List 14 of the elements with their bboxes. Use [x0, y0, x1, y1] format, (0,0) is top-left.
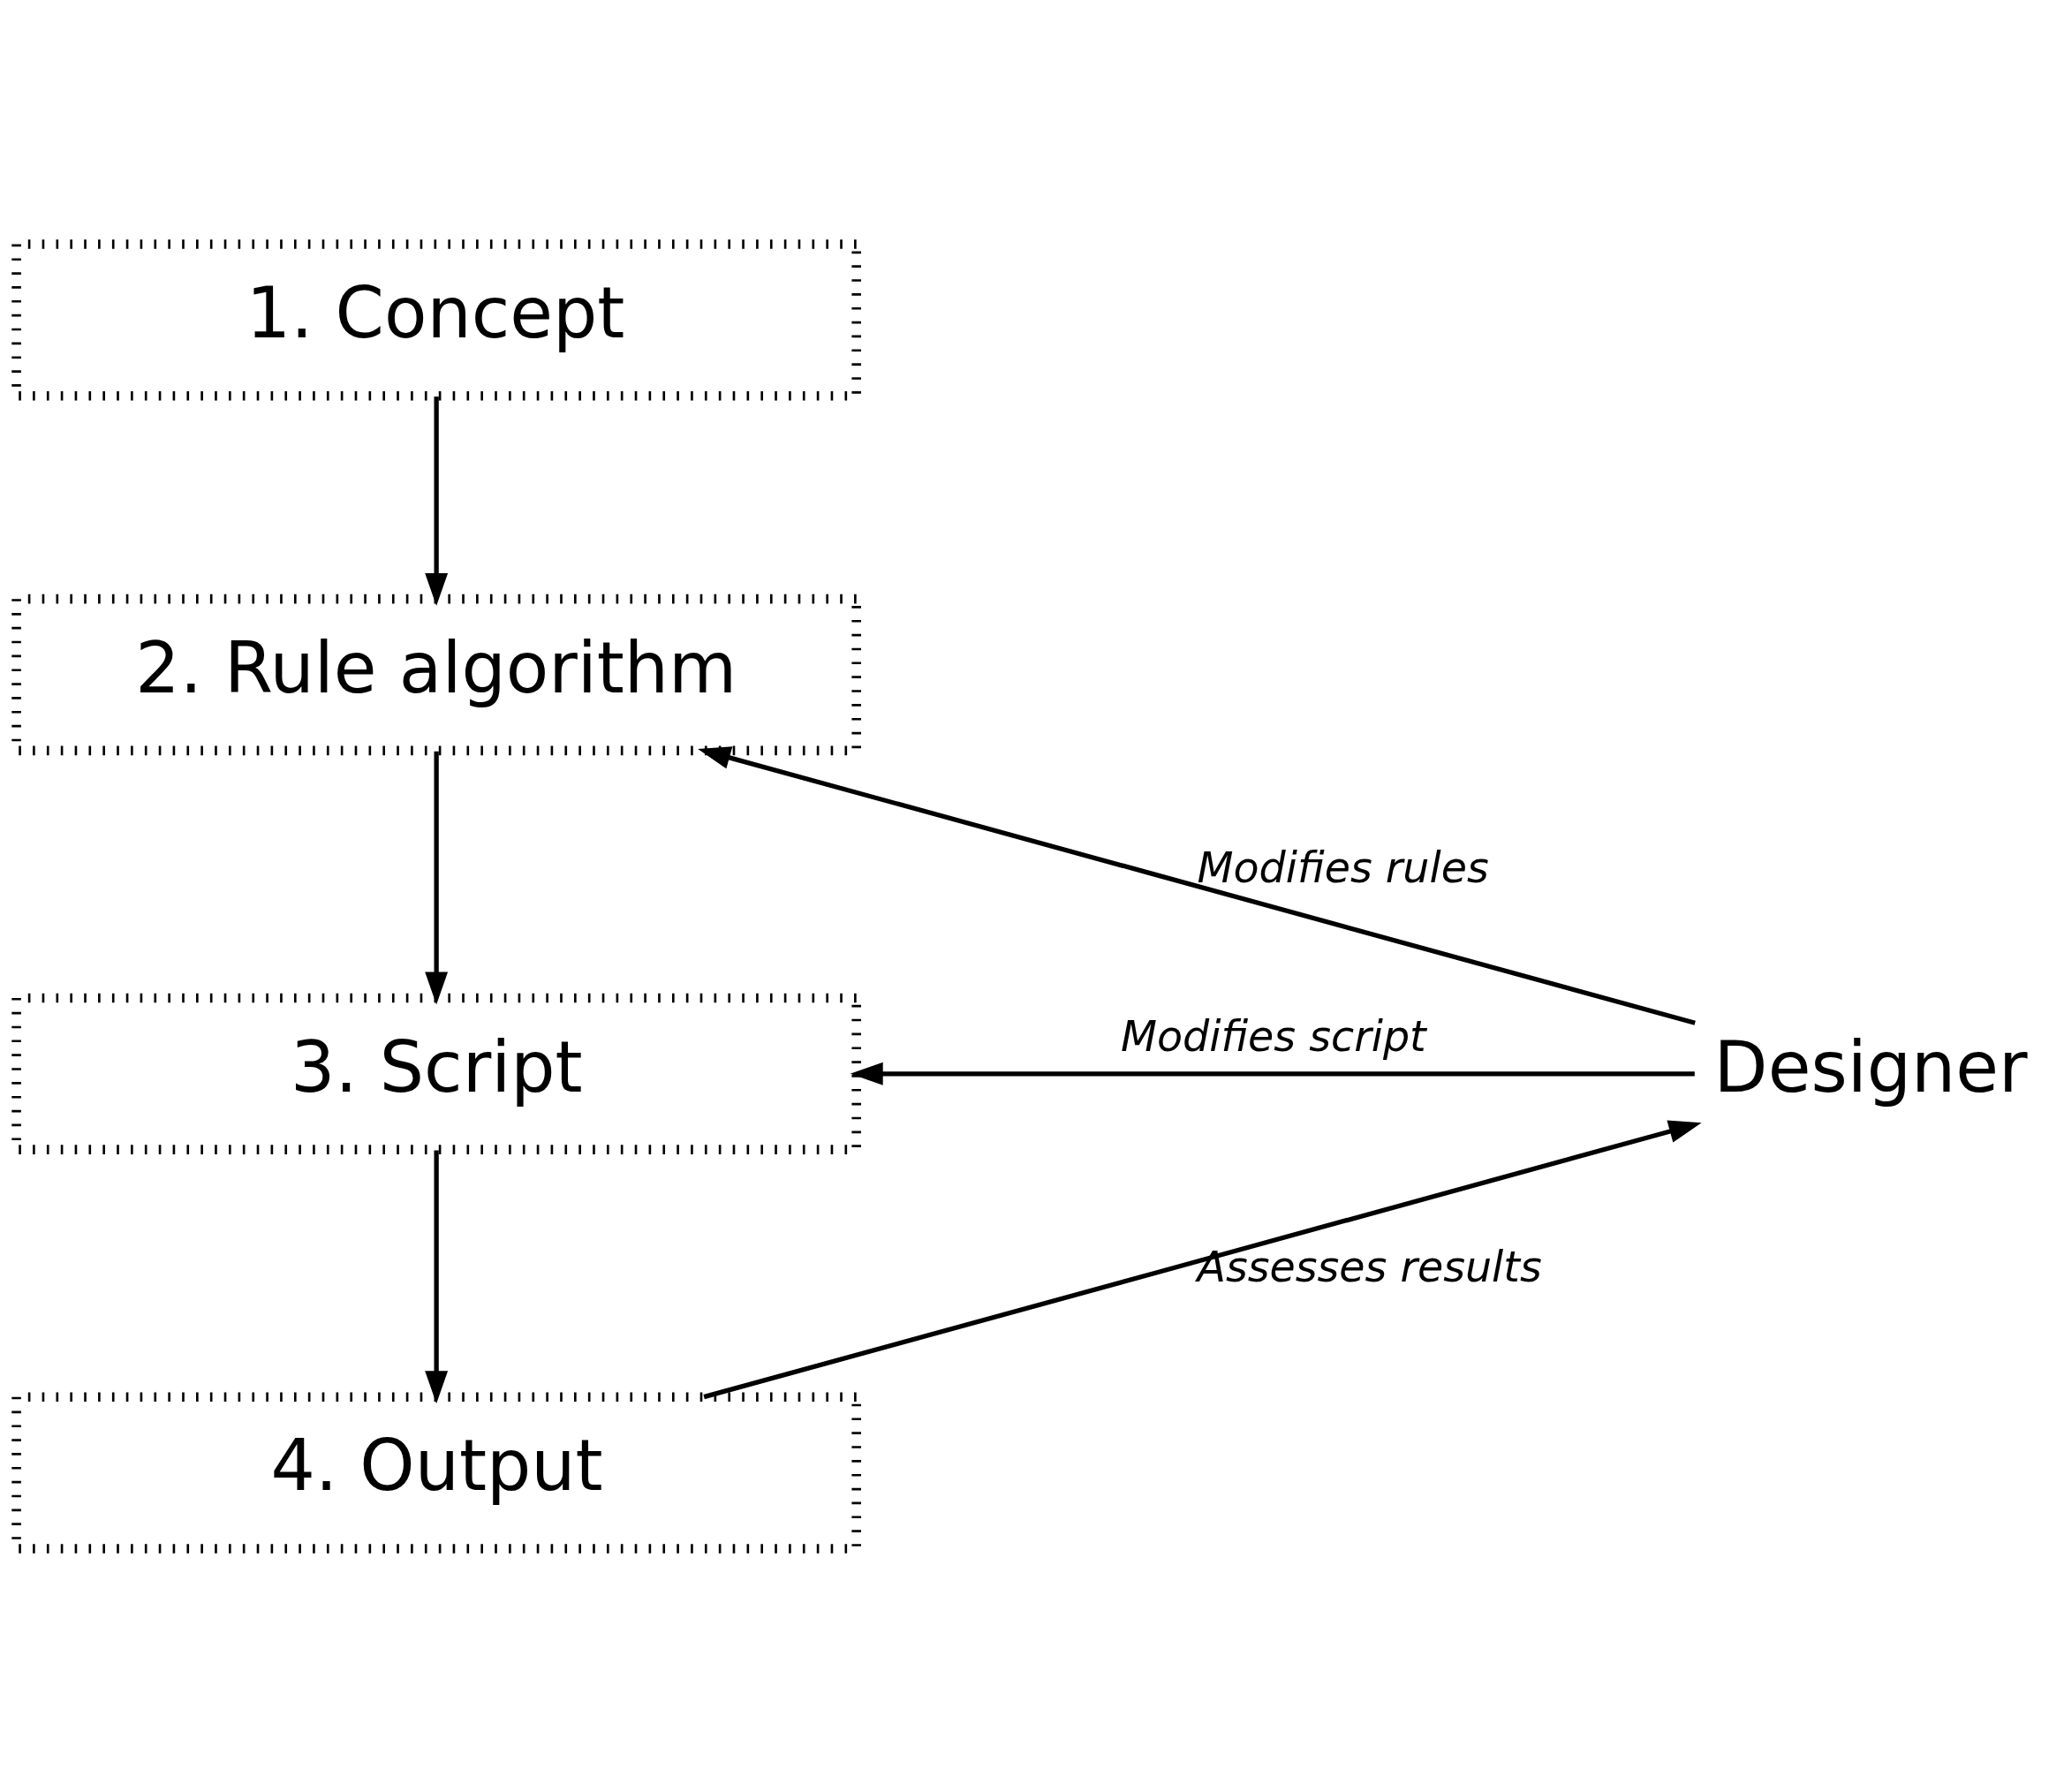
- edge-label: Assesses results: [1197, 1242, 1542, 1291]
- arrow: [698, 745, 1696, 1025]
- node-text: Designer: [1713, 1025, 2028, 1108]
- arrow: [703, 1120, 1702, 1399]
- arrow: [425, 751, 449, 1005]
- edge-label: Modifies rules: [1197, 843, 1489, 892]
- arrow: [850, 1062, 1695, 1085]
- arrow: [425, 396, 449, 606]
- node-box: 1. Concept: [11, 238, 861, 401]
- node-box: 2. Rule algorithm: [11, 594, 861, 755]
- node-box: 4. Output: [11, 1391, 861, 1554]
- edge-label: Modifies script: [1120, 1011, 1426, 1061]
- arrow: [425, 1149, 449, 1403]
- node-box: 3. Script: [11, 993, 861, 1154]
